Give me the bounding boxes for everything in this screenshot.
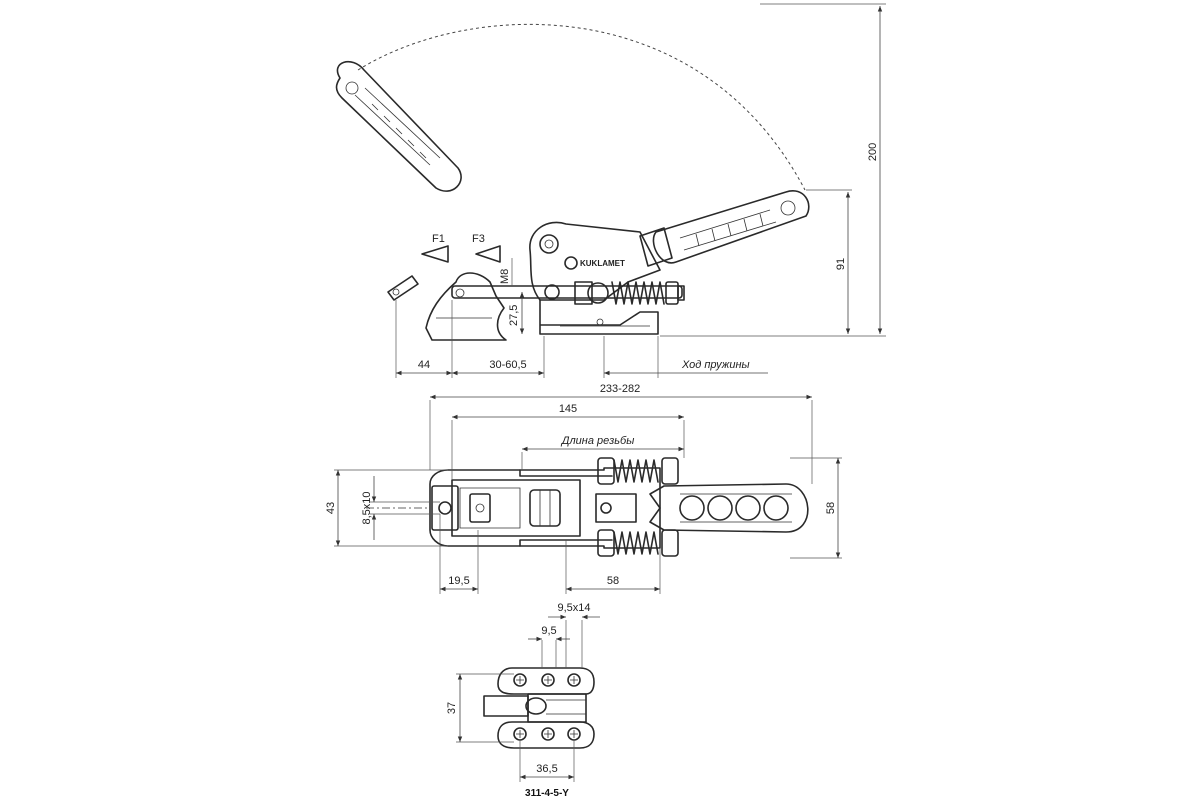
brand-label: KUKLAMET [580, 259, 625, 268]
dim-label-19-5: 19,5 [448, 575, 469, 587]
force-f3-label: F3 [472, 233, 485, 245]
force-arrows: F1 F3 [421, 233, 501, 263]
dim-label-145: 145 [559, 403, 577, 415]
dim-label-58-right: 58 [825, 502, 837, 514]
base-block [539, 299, 659, 335]
catch-hook [425, 272, 507, 341]
dim-label-27-5: 27,5 [508, 305, 520, 326]
base-view: 9,5x14 9,5 37 36,5 311-4-5-Y [446, 602, 600, 799]
dim-label-58-bottom: 58 [607, 575, 619, 587]
dim-label-thread-length: Длина резьбы [560, 435, 635, 447]
handle-open-position [335, 60, 462, 192]
dim-label-44: 44 [418, 359, 430, 371]
dim-label-233-282: 233-282 [600, 383, 640, 395]
dim-label-91: 91 [835, 258, 847, 270]
dim-label-36-5: 36,5 [536, 763, 557, 775]
handle-swing-arc [357, 23, 806, 191]
dim-label-spring-travel: Ход пружины [681, 359, 750, 371]
handle-top-view [649, 483, 809, 533]
force-f1-label: F1 [432, 233, 445, 245]
spring-side [611, 281, 685, 305]
dim-label-9-5: 9,5 [541, 625, 556, 637]
pivot-upper [539, 234, 559, 254]
top-view: 233-282 145 Длина резьбы 43 8,5x10 58 19… [325, 383, 842, 594]
handle-closed-position [639, 190, 810, 267]
clamp-body-plate [529, 221, 661, 301]
spring-top-lower [597, 529, 679, 557]
dim-label-9-5x14: 9,5x14 [557, 602, 590, 614]
base-plate-lower [497, 721, 595, 749]
side-view: KUKLAMET [335, 3, 886, 378]
dim-label-200: 200 [867, 143, 879, 161]
dim-label-8-5x10: 8,5x10 [361, 491, 373, 524]
model-code: 311-4-5-Y [525, 788, 569, 799]
spring-top-upper [597, 457, 679, 485]
loose-pin [387, 275, 419, 301]
dim-label-m8: M8 [499, 269, 511, 284]
plunger-rod [451, 281, 683, 305]
dim-label-37: 37 [446, 702, 458, 714]
mount-hole [513, 673, 527, 687]
pivot-lower [564, 256, 578, 270]
dim-label-30-60-5: 30-60,5 [489, 359, 526, 371]
dim-label-43: 43 [325, 502, 337, 514]
